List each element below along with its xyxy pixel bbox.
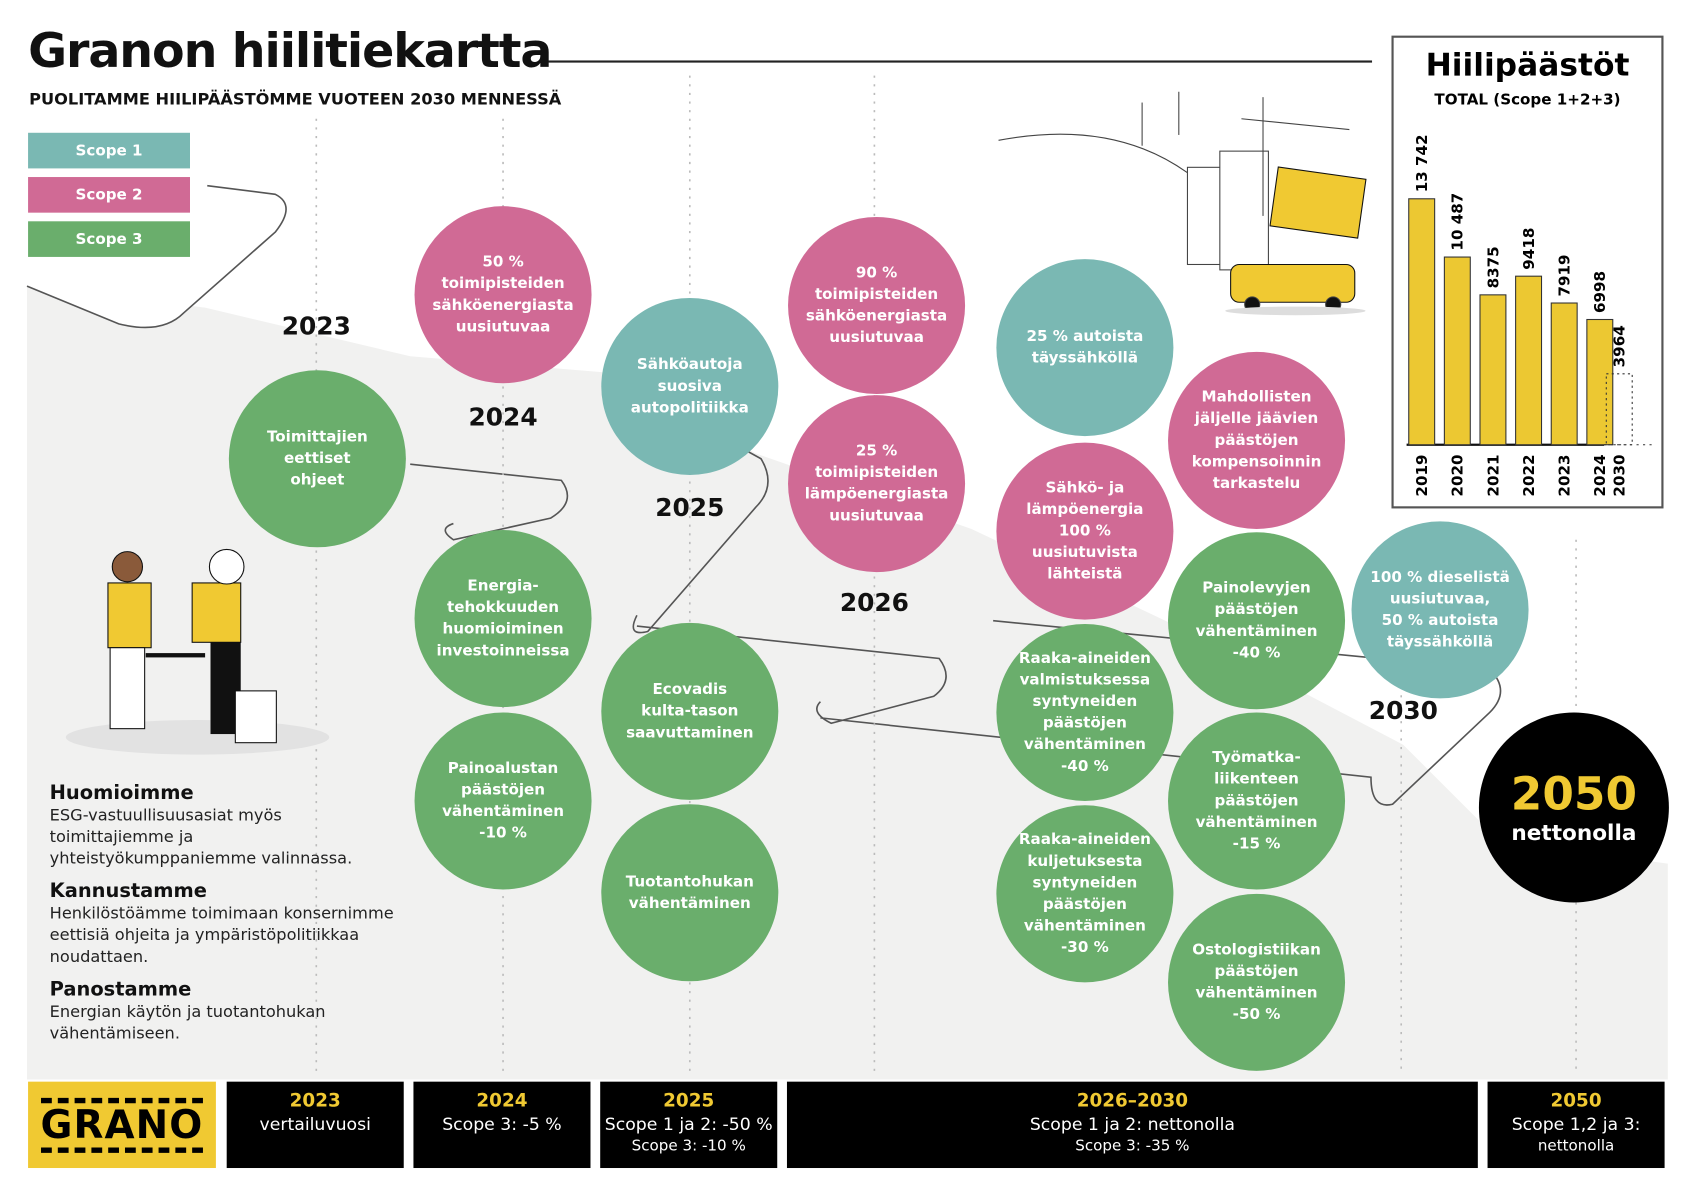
road-segment-2026 (636, 625, 947, 725)
year-label: 2026 (839, 589, 909, 618)
chart-bar (1408, 198, 1436, 446)
legend-scope-2: Scope 2 (28, 177, 190, 213)
chart-category-label: 2019 (1413, 455, 1431, 497)
chart-value-label: 8375 (1484, 246, 1502, 288)
chart-category-label: 2022 (1520, 455, 1538, 497)
chart-category-label: 2024 (1591, 455, 1609, 497)
chart-value-label: 7919 (1556, 254, 1574, 296)
chart-category-label: 2020 (1449, 455, 1467, 497)
chart-bar (1479, 294, 1507, 446)
note-heading: Huomioimme (49, 781, 194, 805)
footer-year: 2050 (1550, 1090, 1602, 1112)
milestone-scope3: Raaka-aineiden valmistuksessa syntyneide… (996, 623, 1174, 801)
legend-label: Scope 2 (75, 186, 143, 204)
footer-line: Scope 3: -10 % (631, 1137, 746, 1156)
goal-2050-circle: 2050 nettonolla (1478, 712, 1669, 903)
goal-year: 2050 (1510, 767, 1638, 821)
footer-line: vertailuvuosi (259, 1114, 371, 1135)
page-title: Granon hiilitiekartta (28, 23, 552, 79)
milestone-scope2: 50 % toimipisteiden sähköenergiasta uusi… (414, 206, 592, 384)
notes: Huomioimme ESG-vastuullisuusasiat myös t… (50, 782, 395, 1055)
chart-bar (1586, 318, 1614, 446)
milestone-scope3: Painoalustan päästöjen vähentäminen -10 … (414, 712, 592, 890)
factory-illustration (998, 91, 1367, 316)
year-label: 2030 (1368, 697, 1438, 726)
milestone-scope2: Sähkö- ja lämpöenergia 100 % uusiutuvist… (996, 442, 1174, 620)
chart-value-label: 3964 (1611, 325, 1629, 367)
milestone-scope1: 100 % dieselistä uusiutuvaa, 50 % autois… (1351, 521, 1529, 699)
footer-year: 2023 (289, 1090, 341, 1112)
chart-category-label: 2023 (1556, 455, 1574, 497)
people-illustration (65, 548, 330, 755)
emissions-chart: Hiilipäästöt TOTAL (Scope 1+2+3) 13 742 2… (1391, 35, 1664, 509)
footer-year: 2025 (663, 1090, 715, 1112)
chart-category-label: 2021 (1484, 455, 1502, 497)
milestone-scope3: Energia- tehokkuuden huomioiminen invest… (414, 530, 592, 708)
logo-text: GRANO (40, 1097, 204, 1153)
footer-line: Scope 1,2 ja 3: (1511, 1114, 1641, 1135)
milestone-scope1: 25 % autoista täyssähköllä (996, 259, 1174, 437)
legend-label: Scope 3 (75, 230, 143, 248)
legend-label: Scope 1 (75, 141, 143, 160)
footer-line: Scope 3: -5 % (442, 1114, 562, 1135)
milestone-scope1: Sähköautoja suosiva autopolitiikka (601, 297, 779, 475)
milestone-scope3: Työmatka- liikenteen päästöjen vähentämi… (1168, 712, 1346, 890)
milestone-scope3: Ecovadis kulta-tason saavuttaminen (601, 622, 779, 800)
footer-line: Scope 1 ja 2: -50 % (604, 1114, 773, 1135)
goal-label: nettonolla (1511, 819, 1637, 846)
milestone-scope3: Tuotantohukan vähentäminen (601, 804, 779, 982)
milestone-scope2: Mahdollisten jäljelle jäävien päästöjen … (1168, 351, 1346, 529)
note-text: Henkilöstöämme toimimaan konsernimme eet… (49, 903, 394, 967)
legend-scope-1: Scope 1 (28, 132, 190, 169)
road-segment-2030 (820, 619, 1502, 806)
note-heading: Kannustamme (49, 879, 207, 903)
road-segment-2024 (410, 463, 569, 541)
year-label: 2023 (281, 313, 351, 342)
milestone-scope2: 90 % toimipisteiden sähköenergiasta uusi… (788, 216, 966, 395)
chart-bar (1443, 256, 1471, 446)
note-heading: Panostamme (49, 978, 192, 1001)
chart-value-label: 10 487 (1449, 193, 1467, 251)
chart-category-label: 2030 (1611, 455, 1629, 497)
chart-title: Hiilipäästöt (1425, 46, 1630, 84)
chart-plot: 13 742 2019 10 487 2020 8375 2021 9418 2022 7919… (1406, 134, 1653, 497)
milestone-scope3: Painolevyjen päästöjen vähentäminen -40 … (1168, 532, 1346, 710)
year-label: 2025 (655, 494, 725, 523)
footer-line: nettonolla (1537, 1137, 1615, 1156)
page-subtitle: PUOLITAMME HIILIPÄÄSTÖMME VUOTEEN 2030 M… (29, 89, 562, 110)
legend-scope-3: Scope 3 (28, 221, 190, 257)
title-divider (548, 60, 1373, 63)
road-segment-2025 (604, 371, 769, 634)
milestone-scope3: Raaka-aineiden kuljetuksesta syntyneiden… (996, 805, 1174, 983)
milestone-scope3: Ostologistiikan päästöjen vähentäminen -… (1168, 893, 1346, 1071)
chart-value-label: 13 742 (1413, 134, 1431, 192)
footer-year: 2024 (476, 1090, 528, 1112)
milestone-scope3: Toimittajien eettiset ohjeet (228, 370, 406, 548)
chart-bar (1515, 275, 1543, 446)
grano-logo: GRANO (28, 1081, 216, 1169)
note-text: ESG-vastuullisuusasiat myös toimittajiem… (49, 805, 353, 868)
chart-bar (1550, 302, 1578, 446)
chart-subtitle: TOTAL (Scope 1+2+3) (1434, 91, 1621, 110)
chart-value-label: 6998 (1591, 271, 1609, 313)
note-text: Energian käytön ja tuotantohukan vähentä… (49, 1001, 326, 1043)
year-label: 2024 (468, 403, 538, 432)
footer-year: 2026–2030 (1076, 1090, 1189, 1112)
footer-line: Scope 3: -35 % (1075, 1137, 1190, 1156)
milestone-scope2: 25 % toimipisteiden lämpöenergiasta uusi… (788, 395, 966, 573)
chart-value-label: 9418 (1520, 228, 1538, 270)
footer-line: Scope 1 ja 2: nettonolla (1029, 1114, 1235, 1135)
